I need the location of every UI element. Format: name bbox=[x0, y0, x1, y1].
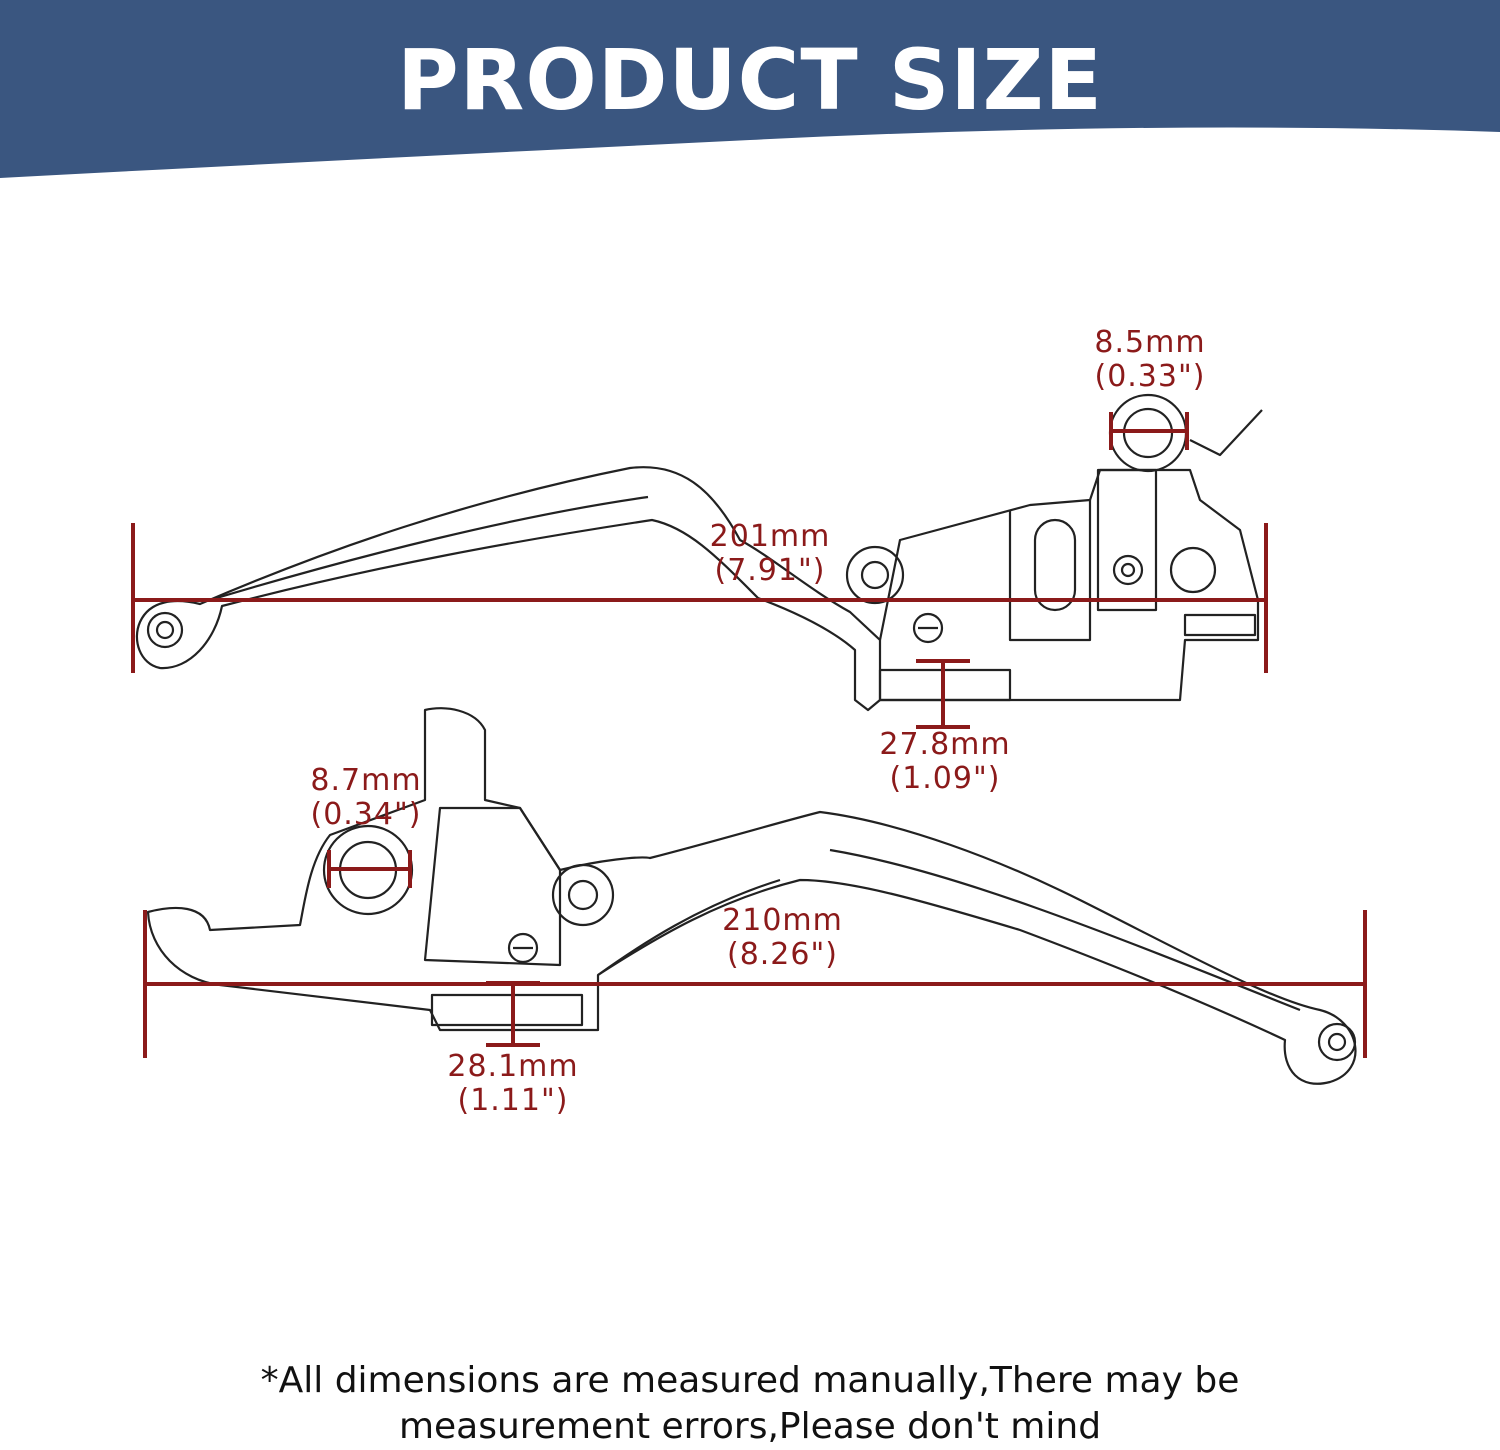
bottom-length-label: 210mm (8.26") bbox=[700, 904, 865, 972]
bottom-length-mm: 210mm bbox=[722, 903, 843, 938]
page-title: PRODUCT SIZE bbox=[397, 31, 1103, 129]
top-slot-label: 27.8mm (1.09") bbox=[860, 728, 1030, 796]
top-slot-inch: (1.09") bbox=[889, 761, 1001, 796]
top-hole-label: 8.5mm (0.33") bbox=[1070, 326, 1230, 394]
bottom-length-dimension bbox=[143, 910, 1367, 1058]
top-hole-dimension bbox=[1109, 412, 1189, 450]
header-banner: PRODUCT SIZE bbox=[0, 0, 1500, 180]
top-length-mm: 201mm bbox=[709, 519, 831, 554]
bottom-slot-dimension bbox=[486, 981, 540, 1047]
note-line-1: *All dimensions are measured manually,Th… bbox=[260, 1360, 1240, 1401]
top-length-dimension bbox=[131, 523, 1268, 673]
top-slot-mm: 27.8mm bbox=[879, 727, 1011, 762]
top-length-inch: (7.91") bbox=[714, 553, 826, 588]
bottom-slot-mm: 28.1mm bbox=[447, 1049, 579, 1084]
bottom-hole-label: 8.7mm (0.34") bbox=[286, 764, 446, 832]
bottom-lever-outline bbox=[146, 707, 1357, 1085]
bottom-slot-inch: (1.11") bbox=[457, 1083, 569, 1118]
bottom-hole-mm: 8.7mm bbox=[310, 763, 422, 798]
top-hole-mm: 8.5mm bbox=[1094, 325, 1206, 360]
bottom-hole-dimension bbox=[327, 850, 412, 888]
note-line-2: measurement errors,Please don't mind bbox=[398, 1406, 1102, 1447]
bottom-length-inch: (8.26") bbox=[726, 937, 838, 972]
bottom-slot-label: 28.1mm (1.11") bbox=[428, 1050, 598, 1118]
bottom-hole-inch: (0.34") bbox=[310, 797, 422, 832]
top-length-label: 201mm (7.91") bbox=[690, 520, 850, 588]
header-wave bbox=[0, 0, 1500, 178]
measurement-note: *All dimensions are measured manually,Th… bbox=[0, 1358, 1500, 1450]
top-slot-dimension bbox=[916, 659, 970, 729]
top-hole-inch: (0.33") bbox=[1094, 359, 1206, 394]
